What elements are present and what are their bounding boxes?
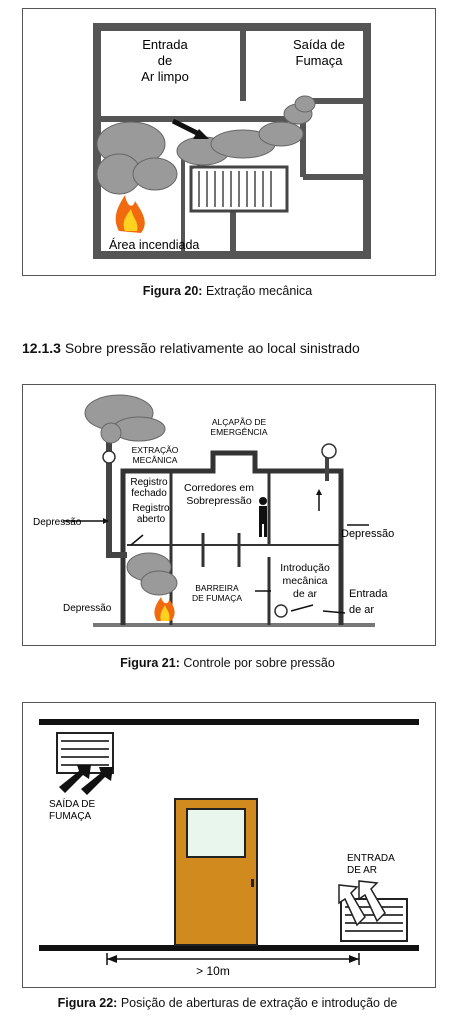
saida-label-2: Fumaça bbox=[296, 53, 344, 68]
figure-21-caption-label: Figura 21: bbox=[120, 656, 180, 670]
registro-fechado-label-2: fechado bbox=[131, 488, 167, 499]
door-icon bbox=[174, 798, 258, 946]
figure-20-caption-text: Extração mecânica bbox=[202, 284, 313, 298]
introducao-label-1: Introdução bbox=[280, 562, 330, 574]
figure-21-caption: Figura 21: Controle por sobre pressão bbox=[0, 656, 455, 670]
smoke-cloud bbox=[96, 95, 316, 195]
entrada-label-2: de bbox=[158, 53, 172, 68]
fire-icon bbox=[154, 597, 175, 621]
intake-arrows-icon bbox=[338, 880, 386, 927]
introducao-label-2: mecânica bbox=[283, 575, 328, 587]
section-title: Sobre pressão relativamente ao local sin… bbox=[60, 340, 360, 356]
figure-21-frame: ALÇAPÃO DE EMERGÊNCIA EXTRAÇÃO MECÂNICA … bbox=[22, 384, 436, 646]
ceiling-line bbox=[39, 719, 419, 725]
figure-20-caption: Figura 20: Extração mecânica bbox=[0, 284, 455, 298]
corredores-label-2: Sobrepressão bbox=[186, 495, 252, 507]
saida-fumaca-label-1: SAÍDA DE bbox=[49, 797, 95, 810]
exhaust-arrows-icon bbox=[59, 765, 113, 795]
entrada-ar-label-2: de ar bbox=[349, 604, 374, 616]
extracao-label-1: EXTRAÇÃO bbox=[132, 445, 179, 455]
figure-22-caption: Figura 22: Posição de aberturas de extra… bbox=[0, 996, 455, 1010]
figure-22-caption-text: Posição de aberturas de extração e intro… bbox=[117, 996, 398, 1010]
fan-icon bbox=[274, 604, 288, 618]
figure-22-caption-label: Figura 22: bbox=[57, 996, 118, 1010]
fire-icon bbox=[115, 195, 145, 233]
figure-21-diagram: ALÇAPÃO DE EMERGÊNCIA EXTRAÇÃO MECÂNICA … bbox=[33, 394, 394, 627]
distance-label: > 10m bbox=[196, 964, 230, 978]
stair-steps bbox=[198, 171, 272, 207]
figure-22-diagram: SAÍDA DE FUMAÇA ENTRADA DE AR bbox=[39, 719, 419, 978]
figure-22-frame: SAÍDA DE FUMAÇA ENTRADA DE AR bbox=[22, 702, 436, 988]
section-heading: 12.1.3 Sobre pressão relativamente ao lo… bbox=[22, 340, 360, 356]
figure-20-caption-label: Figura 20: bbox=[142, 284, 203, 298]
figure-21-caption-text: Controle por sobre pressão bbox=[179, 656, 335, 670]
entrada-label-3: Ar limpo bbox=[141, 69, 189, 84]
section-number: 12.1.3 bbox=[22, 340, 61, 356]
airflow-arrows bbox=[63, 493, 369, 614]
saida-fumaca-label-2: FUMAÇA bbox=[49, 811, 92, 822]
saida-label-1: Saída de bbox=[293, 37, 345, 52]
depressao-bottom-label: Depressão bbox=[63, 603, 112, 614]
floor-line bbox=[39, 945, 419, 951]
depressao-right-label: Depressão bbox=[341, 528, 394, 540]
barreira-label-1: BARREIRA bbox=[195, 583, 239, 593]
registro-aberto-label-1: Registro bbox=[132, 503, 170, 514]
alcapao-label-1: ALÇAPÃO DE bbox=[212, 417, 267, 427]
airflow-arrow bbox=[171, 118, 203, 138]
registro-aberto-label-2: aberto bbox=[137, 514, 166, 525]
introducao-label-3: de ar bbox=[293, 588, 317, 600]
barreira-label-2: DE FUMAÇA bbox=[192, 593, 242, 603]
extracao-label-2: MECÂNICA bbox=[133, 455, 178, 465]
smoke-cloud bbox=[84, 394, 178, 596]
fan-icon bbox=[102, 450, 116, 464]
entrada-ar-label-1: ENTRADA bbox=[347, 853, 395, 864]
figure-20-frame: Entrada de Ar limpo Saída de Fumaça Área… bbox=[22, 8, 436, 276]
entrada-label-1: Entrada bbox=[142, 37, 188, 52]
area-incendiada-label: Área incendiada bbox=[109, 237, 199, 252]
entrada-ar-label-2: DE AR bbox=[347, 865, 377, 876]
extraction-duct bbox=[106, 439, 127, 558]
depressao-left-label: Depressão bbox=[33, 517, 82, 528]
distance-dimension bbox=[106, 953, 360, 965]
entrada-ar-label-1: Entrada bbox=[349, 588, 388, 600]
figure-20-diagram: Entrada de Ar limpo Saída de Fumaça Área… bbox=[93, 23, 371, 259]
fan-icon bbox=[321, 443, 337, 459]
alcapao-label-2: EMERGÊNCIA bbox=[210, 427, 267, 437]
registro-fechado-label-1: Registro bbox=[130, 477, 168, 488]
person-icon bbox=[259, 497, 267, 537]
corredores-label-1: Corredores em bbox=[184, 482, 254, 494]
